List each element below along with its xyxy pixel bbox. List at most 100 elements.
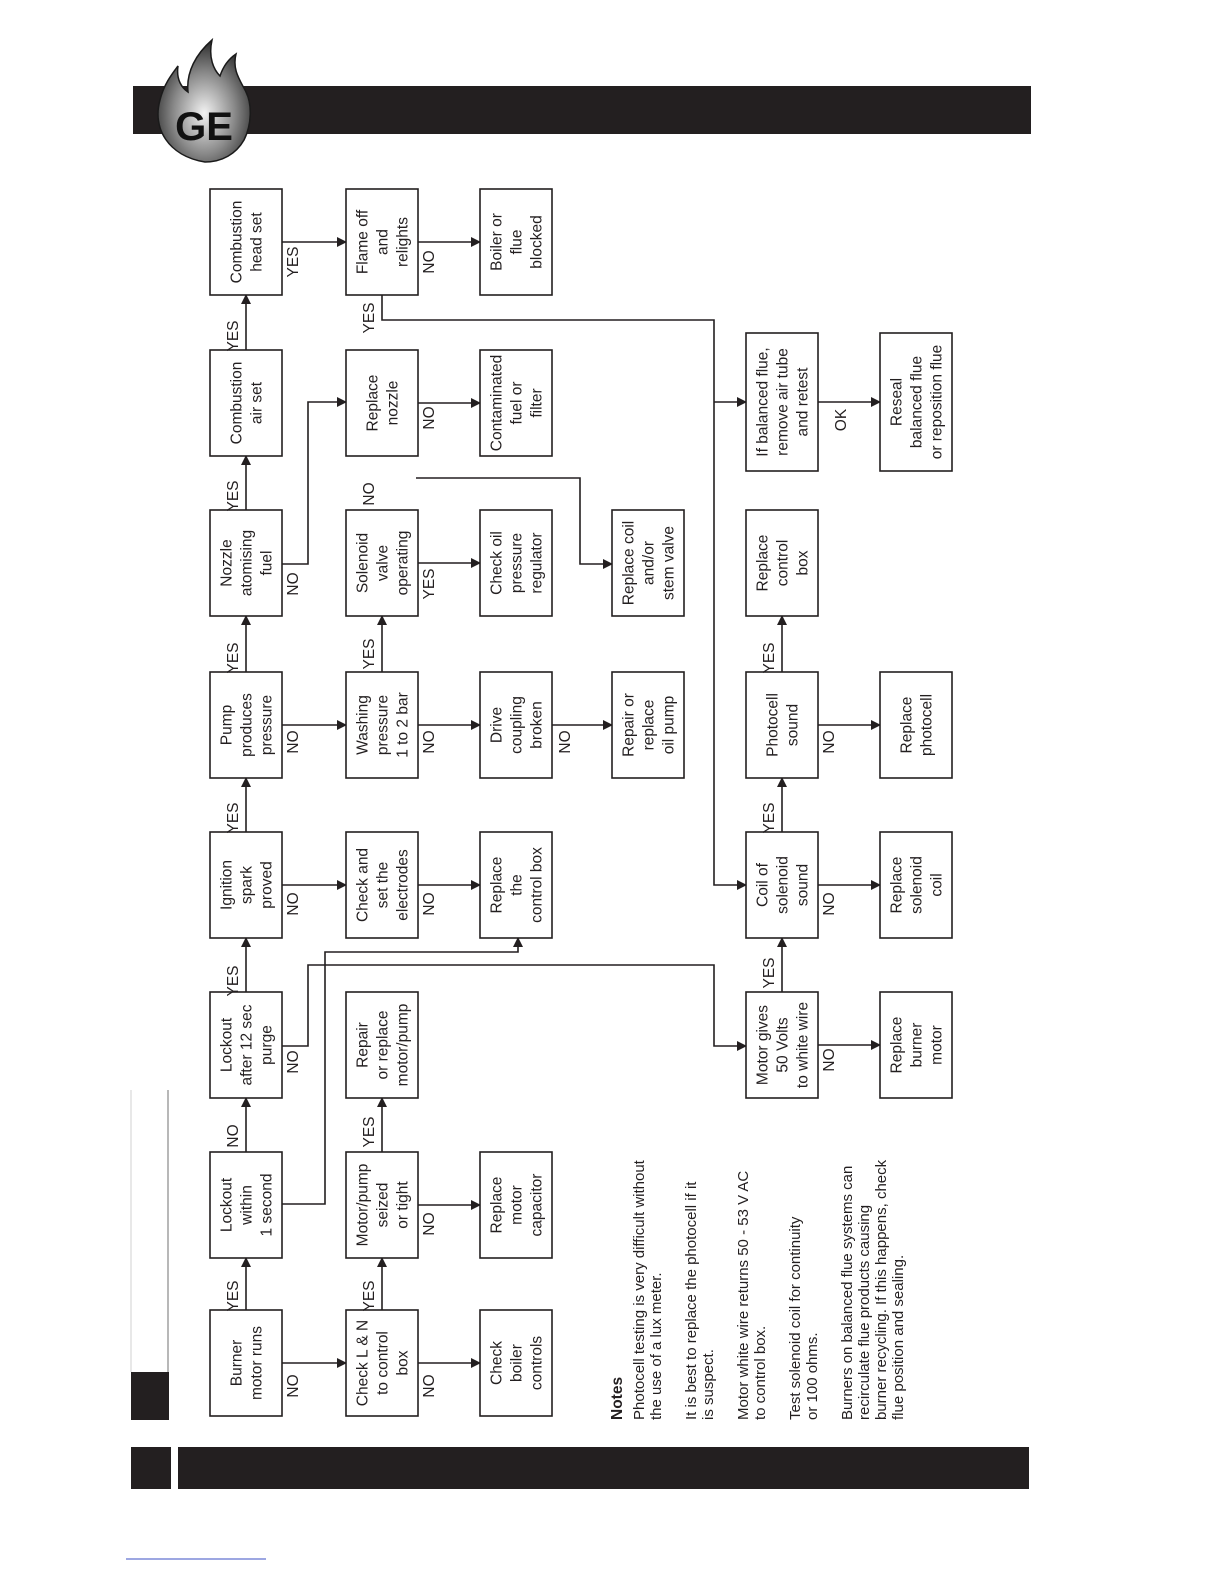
box-frame bbox=[345, 509, 419, 617]
box-label-line: Check oil bbox=[489, 531, 506, 595]
notes-heading: Notes bbox=[609, 1377, 626, 1420]
box-label-line: pressure bbox=[259, 695, 276, 755]
box-label-line: Boiler or bbox=[489, 213, 506, 271]
box-label-line: Flame off bbox=[355, 209, 372, 274]
box-frame bbox=[879, 671, 953, 779]
logo-letters: GE bbox=[175, 105, 233, 149]
no-label: NO bbox=[225, 1124, 242, 1147]
yes-label: YES bbox=[225, 965, 242, 996]
edge-labels: YESYESYESYESYESYESYESYESYESYESYESYESYESY… bbox=[225, 246, 850, 1397]
box-frame bbox=[345, 831, 419, 939]
note-line: the use of a lux meter. bbox=[648, 1272, 665, 1420]
box-frame bbox=[345, 1309, 419, 1417]
yes-label: YES bbox=[361, 1116, 378, 1147]
box-label-line: or tight bbox=[395, 1181, 412, 1229]
box-frame bbox=[209, 671, 283, 779]
header-bar bbox=[133, 86, 1031, 134]
box-label-line: sound bbox=[795, 864, 812, 906]
box-label-line: electrodes bbox=[395, 849, 412, 921]
box-label-line: motor/pump bbox=[395, 1004, 412, 1087]
box-frame bbox=[345, 991, 419, 1099]
box-label-line: capacitor bbox=[529, 1174, 546, 1237]
no-label: NO bbox=[285, 1374, 302, 1397]
yes-label: YES bbox=[361, 1280, 378, 1311]
box-label-line: purge bbox=[259, 1025, 276, 1065]
box-frame bbox=[209, 509, 283, 617]
box-label-line: pressure bbox=[375, 695, 392, 755]
no-label: NO bbox=[285, 572, 302, 595]
box-label-line: operating bbox=[395, 531, 412, 596]
box-label-line: Check and bbox=[355, 848, 372, 922]
box-label-line: Ignition bbox=[219, 860, 236, 910]
box-label-line: burner bbox=[909, 1023, 926, 1068]
yes-label: YES bbox=[761, 802, 778, 833]
no-label: NO bbox=[557, 730, 574, 753]
connector-routed bbox=[381, 295, 747, 890]
box-frame bbox=[745, 991, 819, 1099]
box-frame bbox=[479, 831, 553, 939]
box-frame bbox=[479, 1309, 553, 1417]
box-frame bbox=[345, 188, 419, 296]
box-label-line: Nozzle bbox=[219, 539, 236, 586]
note-line: flue position and sealing. bbox=[890, 1255, 907, 1420]
flame-icon bbox=[157, 37, 251, 163]
box-label-line: proved bbox=[259, 861, 276, 908]
box-label-line: control bbox=[775, 540, 792, 587]
box-label-line: Lockout bbox=[219, 1017, 236, 1072]
box-frame bbox=[879, 991, 953, 1099]
ok-label: OK bbox=[833, 408, 850, 431]
box-frame bbox=[345, 349, 419, 457]
no-label: NO bbox=[821, 1048, 838, 1071]
box-label-line: replace bbox=[641, 700, 658, 751]
box-label-line: and bbox=[375, 229, 392, 255]
footer-bar bbox=[178, 1447, 1029, 1489]
note-line: to control box. bbox=[752, 1326, 769, 1420]
note-line: or 100 ohms. bbox=[804, 1332, 821, 1420]
no-label: NO bbox=[421, 1374, 438, 1397]
box-label-line: Check L & N bbox=[355, 1320, 372, 1406]
box-label-line: Pump bbox=[219, 705, 236, 746]
no-label: NO bbox=[361, 482, 378, 505]
box-label-line: or reposition flue bbox=[929, 345, 946, 460]
box-frame bbox=[745, 831, 819, 939]
box-frame bbox=[345, 671, 419, 779]
box-frame bbox=[209, 349, 283, 457]
connector-routed bbox=[282, 397, 347, 565]
box-label-line: If balanced flue, bbox=[755, 347, 772, 456]
box-frame bbox=[745, 332, 819, 472]
box-label-line: oil pump bbox=[661, 696, 678, 755]
sidebar-block bbox=[131, 1372, 169, 1420]
box-frame bbox=[345, 1151, 419, 1259]
box-label-line: stem valve bbox=[661, 526, 678, 600]
box-label-line: balanced flue bbox=[909, 356, 926, 448]
box-label-line: flue bbox=[509, 230, 526, 255]
box-label-line: 50 Volts bbox=[775, 1017, 792, 1072]
no-label: NO bbox=[821, 892, 838, 915]
box-label-line: head set bbox=[249, 212, 266, 272]
box-frame bbox=[479, 509, 553, 617]
